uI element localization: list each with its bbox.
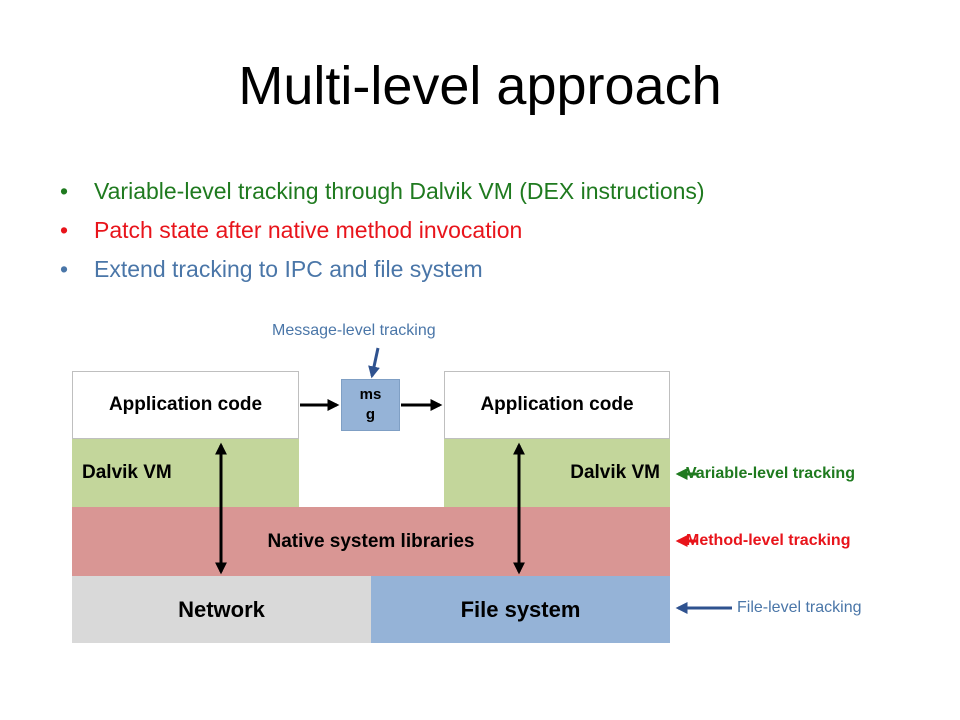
dalvik-vm-left: Dalvik VM <box>72 439 299 507</box>
app-code-left: Application code <box>72 371 299 439</box>
native-system-libraries: Native system libraries <box>72 507 670 576</box>
bullet-ipc-filesystem: Extend tracking to IPC and file system <box>60 250 705 289</box>
msg-box: ms g <box>341 379 400 431</box>
message-level-label: Message-level tracking <box>272 322 436 339</box>
bullet-variable-level: Variable-level tracking through Dalvik V… <box>60 172 705 211</box>
arrow-message-level <box>368 347 380 379</box>
variable-level-label: Variable-level tracking <box>686 465 855 482</box>
dalvik-vm-right-label: Dalvik VM <box>570 462 660 483</box>
method-level-label: Method-level tracking <box>686 532 851 549</box>
bullet-patch-state: Patch state after native method invocati… <box>60 211 705 250</box>
bullet-list: Variable-level tracking through Dalvik V… <box>60 172 705 289</box>
network-layer: Network <box>72 576 371 643</box>
dalvik-vm-left-label: Dalvik VM <box>82 462 172 483</box>
dalvik-vm-right: Dalvik VM <box>444 439 670 507</box>
msg-label: ms g <box>359 386 382 423</box>
file-level-label: File-level tracking <box>737 599 862 616</box>
app-code-right: Application code <box>444 371 670 439</box>
file-system-layer: File system <box>371 576 670 643</box>
slide-title: Multi-level approach <box>238 56 722 116</box>
